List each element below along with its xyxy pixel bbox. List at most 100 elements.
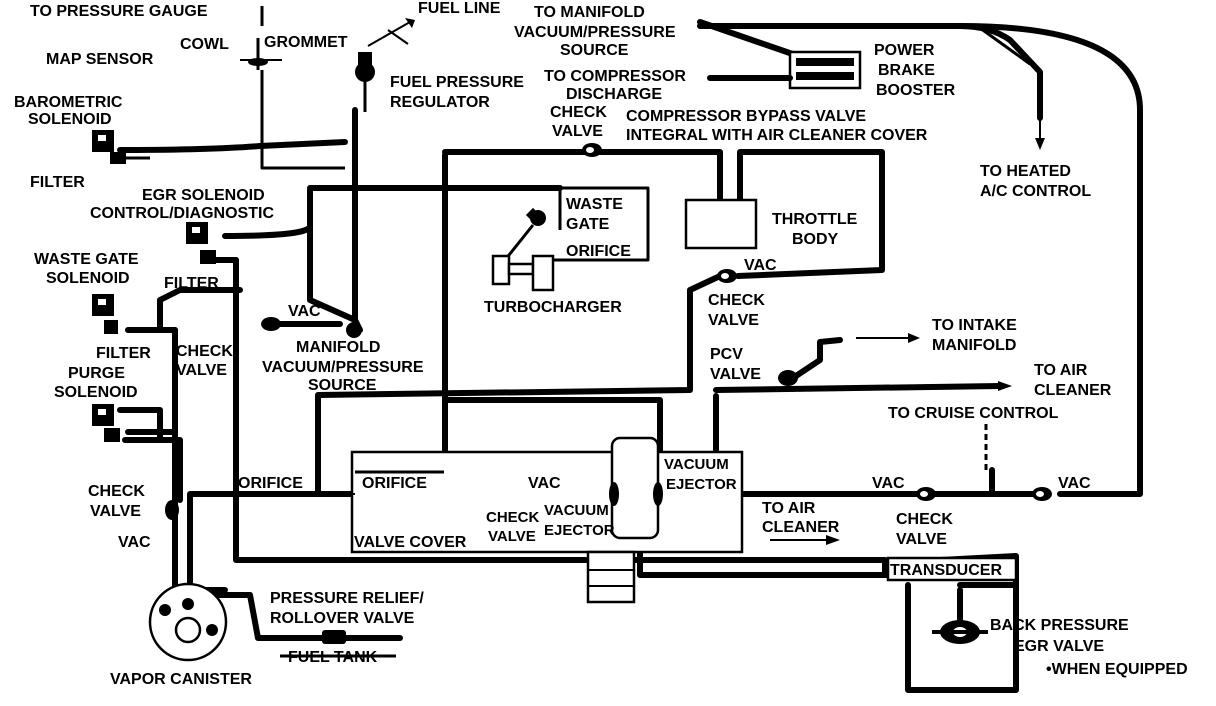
label-vac-left: VAC — [288, 303, 321, 320]
labels: TO PRESSURE GAUGE FUEL LINE TO MANIFOLD … — [14, 0, 1188, 688]
vacuum-ejector — [586, 436, 663, 604]
label-check-valve-mid-2: VALVE — [708, 312, 759, 329]
power-brake-booster — [788, 50, 862, 90]
label-fuel-line: FUEL LINE — [418, 0, 501, 17]
check-valve-vapor — [165, 500, 179, 520]
label-to-pressure-gauge: TO PRESSURE GAUGE — [30, 3, 208, 20]
label-to-compressor-2: DISCHARGE — [566, 86, 662, 103]
check-valve-right-2 — [1032, 487, 1052, 501]
label-back-pressure-2: EGR VALVE — [1014, 638, 1104, 655]
label-vac-lower-left: VAC — [118, 534, 151, 551]
label-vac-throttle: VAC — [744, 257, 777, 274]
label-purge-1: PURGE — [68, 365, 125, 382]
label-manifold-vac-1: MANIFOLD — [296, 339, 380, 356]
purge-solenoid — [92, 404, 120, 442]
components — [92, 6, 1052, 662]
label-to-air-cleaner-2: CLEANER — [1034, 382, 1112, 399]
check-valve-manifold — [346, 322, 362, 338]
label-egr-solenoid-2: CONTROL/DIAGNOSTIC — [90, 205, 274, 222]
label-waste-gate-2: GATE — [566, 216, 610, 233]
label-check-cover-2: VALVE — [488, 528, 536, 545]
label-to-intake-2: MANIFOLD — [932, 337, 1016, 354]
label-manifold-vac-3: SOURCE — [308, 377, 377, 394]
label-orifice-turbo: ORIFICE — [566, 243, 631, 260]
label-waste-gate-sol-1: WASTE GATE — [34, 251, 139, 268]
label-power-brake-1: POWER — [874, 42, 935, 59]
label-transducer: TRANSDUCER — [890, 562, 1002, 579]
label-filter-1: FILTER — [30, 174, 85, 191]
waste-gate — [503, 207, 546, 261]
label-pressure-relief-2: ROLLOVER VALVE — [270, 610, 415, 627]
label-vac-right-1: VAC — [872, 475, 905, 492]
label-to-air-cleaner-lo-2: CLEANER — [762, 519, 840, 536]
label-filter-2: FILTER — [164, 275, 219, 292]
label-power-brake-2: BRAKE — [878, 62, 935, 79]
vapor-canister — [148, 582, 228, 662]
label-fuel-tank: FUEL TANK — [288, 649, 378, 666]
label-grommet: GROMMET — [264, 34, 348, 51]
grommet — [248, 58, 268, 66]
label-orifice-left: ORIFICE — [238, 475, 303, 492]
label-vac-mid: VAC — [528, 475, 561, 492]
label-check-valve-left-2: VALVE — [176, 362, 227, 379]
label-check-valve-lo-2: VALVE — [90, 503, 141, 520]
check-valve-throttle — [717, 269, 737, 283]
label-vacuum-ejector-right-2: EJECTOR — [666, 476, 737, 493]
label-check-valve-mid-1: CHECK — [708, 292, 765, 309]
label-compressor-bypass-1: COMPRESSOR BYPASS VALVE — [626, 108, 866, 125]
label-to-manifold-2: VACUUM/PRESSURE — [514, 24, 676, 41]
label-back-pressure-1: BACK PRESSURE — [990, 617, 1129, 634]
back-pressure-egr-valve — [932, 620, 988, 644]
label-vapor-canister: VAPOR CANISTER — [110, 671, 252, 688]
label-check-valve-lo-1: CHECK — [88, 483, 145, 500]
label-vacuum-ejector-right-1: VACUUM — [664, 456, 729, 473]
label-when-equipped: •WHEN EQUIPPED — [1046, 661, 1188, 678]
label-to-air-cleaner-lo-1: TO AIR — [762, 500, 816, 517]
throttle-body — [684, 198, 758, 250]
label-check-valve-top-2: VALVE — [552, 123, 603, 140]
label-waste-gate-1: WASTE — [566, 196, 623, 213]
check-valve-right-1 — [916, 487, 936, 501]
label-pcv-2: VALVE — [710, 366, 761, 383]
label-throttle-2: BODY — [792, 231, 839, 248]
label-to-air-cleaner-1: TO AIR — [1034, 362, 1088, 379]
label-barometric-2: SOLENOID — [28, 111, 112, 128]
label-to-compressor-1: TO COMPRESSOR — [544, 68, 686, 85]
label-to-manifold-3: SOURCE — [560, 42, 629, 59]
transducer — [886, 556, 1018, 582]
label-check-valve-top-1: CHECK — [550, 104, 607, 121]
label-valve-cover: VALVE COVER — [354, 534, 467, 551]
label-check-right-2: VALVE — [896, 531, 947, 548]
label-to-manifold-1: TO MANIFOLD — [534, 4, 645, 21]
pcv-valve — [778, 370, 798, 386]
waste-gate-solenoid — [92, 294, 118, 334]
label-to-intake-1: TO INTAKE — [932, 317, 1017, 334]
label-vacuum-ejector-c2: EJECTOR — [544, 522, 615, 539]
label-fuel-pressure-2: REGULATOR — [390, 94, 490, 111]
valve-cover — [350, 450, 744, 554]
label-pcv-1: PCV — [710, 346, 743, 363]
label-power-brake-3: BOOSTER — [876, 82, 956, 99]
rollover-valve — [322, 630, 346, 644]
waste-gate-line — [548, 186, 650, 262]
label-to-heated-2: A/C CONTROL — [980, 183, 1091, 200]
label-barometric-1: BAROMETRIC — [14, 94, 123, 111]
label-vacuum-ejector-c1: VACUUM — [544, 502, 609, 519]
label-cowl: COWL — [180, 36, 229, 53]
label-check-valve-left-1: CHECK — [176, 343, 233, 360]
label-vac-right-2: VAC — [1058, 475, 1091, 492]
flow-arrows — [540, 187, 1012, 545]
check-valve-left — [261, 317, 281, 331]
label-to-cruise: TO CRUISE CONTROL — [888, 405, 1059, 422]
label-check-cover-1: CHECK — [486, 509, 540, 526]
label-throttle-1: THROTTLE — [772, 211, 858, 228]
label-fuel-pressure-1: FUEL PRESSURE — [390, 74, 524, 91]
label-check-right-1: CHECK — [896, 511, 953, 528]
label-waste-gate-sol-2: SOLENOID — [46, 270, 130, 287]
egr-solenoid — [186, 222, 216, 264]
label-map-sensor: MAP SENSOR — [46, 51, 154, 68]
label-orifice-mid: ORIFICE — [362, 475, 427, 492]
label-turbocharger: TURBOCHARGER — [484, 299, 622, 316]
label-pressure-relief-1: PRESSURE RELIEF/ — [270, 590, 424, 607]
